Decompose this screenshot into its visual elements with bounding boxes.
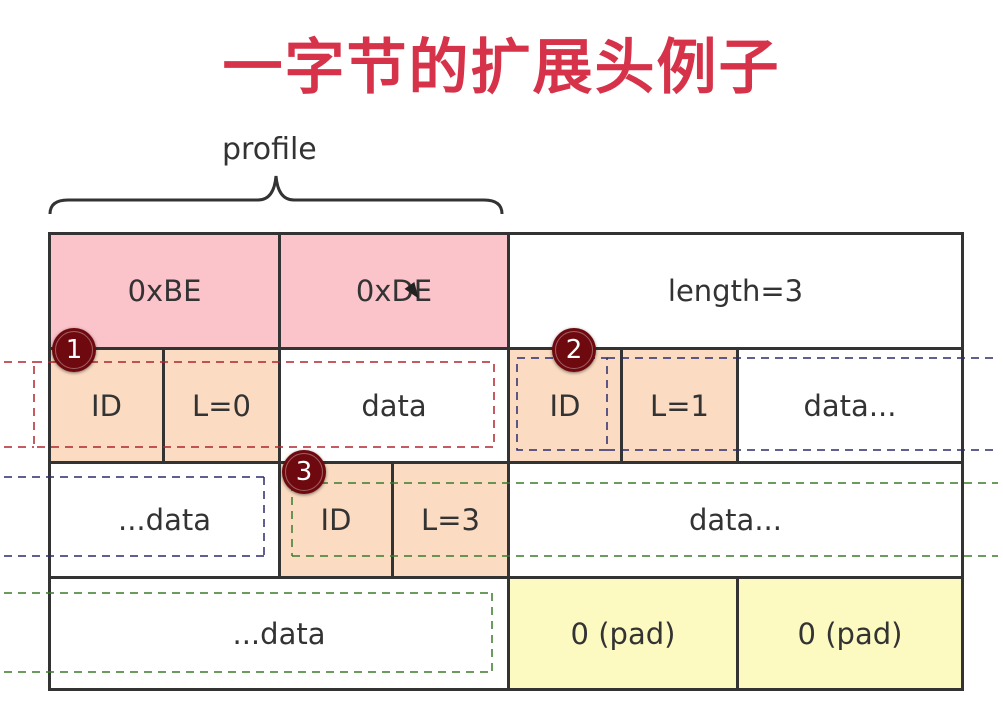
cell-pad-2-text: 0 (pad) (797, 616, 903, 651)
diagram-title: 一字节的扩展头例子 (222, 33, 781, 103)
cell-id-1-text: ID (91, 388, 122, 423)
cell-l1: L=1 (620, 347, 739, 464)
cell-data-1: data (278, 347, 510, 464)
cell-data-cont-2-text: ...data (232, 616, 326, 651)
badge-2: 2 (552, 328, 596, 372)
cell-0xbe: 0xBE (48, 232, 281, 350)
cell-0xde: 0xDE (278, 232, 510, 350)
cell-data-3-text: data... (689, 503, 782, 537)
cell-id-3-text: ID (320, 503, 352, 537)
profile-label: profile (222, 132, 317, 167)
cell-0xde-text: 0xDE (355, 274, 433, 308)
cell-data-cont-1-text: ...data (118, 503, 211, 537)
cell-data-2: data... (736, 347, 964, 464)
cell-pad-2: 0 (pad) (736, 576, 964, 691)
cell-0xbe-text: 0xBE (127, 274, 202, 308)
cell-data-cont-1: ...data (48, 461, 281, 579)
cell-l0-text: L=0 (192, 388, 251, 423)
cell-data-cont-2: ...data (48, 576, 510, 691)
cell-id-2-text: ID (549, 388, 581, 423)
cell-data-3: data... (507, 461, 964, 579)
cell-data-1-text: data (361, 388, 427, 423)
cell-l1-text: L=1 (650, 388, 709, 423)
cell-pad-1: 0 (pad) (507, 576, 739, 691)
cell-data-2-text: data... (803, 388, 897, 423)
cell-l0: L=0 (162, 347, 281, 464)
badge-1: 1 (52, 328, 96, 372)
cell-l3: L=3 (391, 461, 510, 579)
cell-pad-1-text: 0 (pad) (570, 616, 676, 651)
badge-3: 3 (282, 450, 326, 494)
cell-length-text: length=3 (667, 274, 804, 308)
cell-l3-text: L=3 (421, 503, 480, 537)
